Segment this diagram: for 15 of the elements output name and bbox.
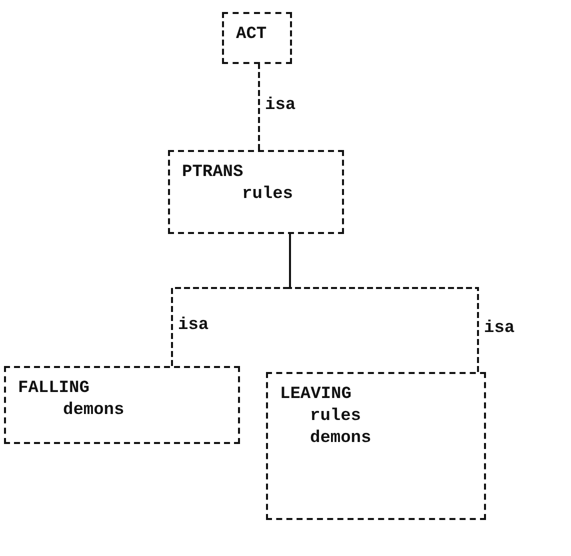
connector-line — [258, 64, 260, 150]
node-title: ACT — [236, 24, 268, 46]
connector-line — [171, 234, 291, 366]
node-detail: demons — [62, 400, 126, 422]
node-detail: rules — [241, 184, 294, 206]
dashed-box — [168, 150, 344, 234]
dashed-box — [266, 372, 486, 520]
node-title: LEAVING — [280, 384, 352, 406]
dashed-box — [222, 12, 292, 64]
node-detail: demons — [309, 428, 372, 450]
dashed-box — [4, 366, 240, 444]
node-detail: rules — [309, 406, 362, 428]
node-title: FALLING — [18, 378, 90, 400]
node-title: PTRANS — [182, 162, 244, 184]
connector-line — [289, 234, 479, 372]
